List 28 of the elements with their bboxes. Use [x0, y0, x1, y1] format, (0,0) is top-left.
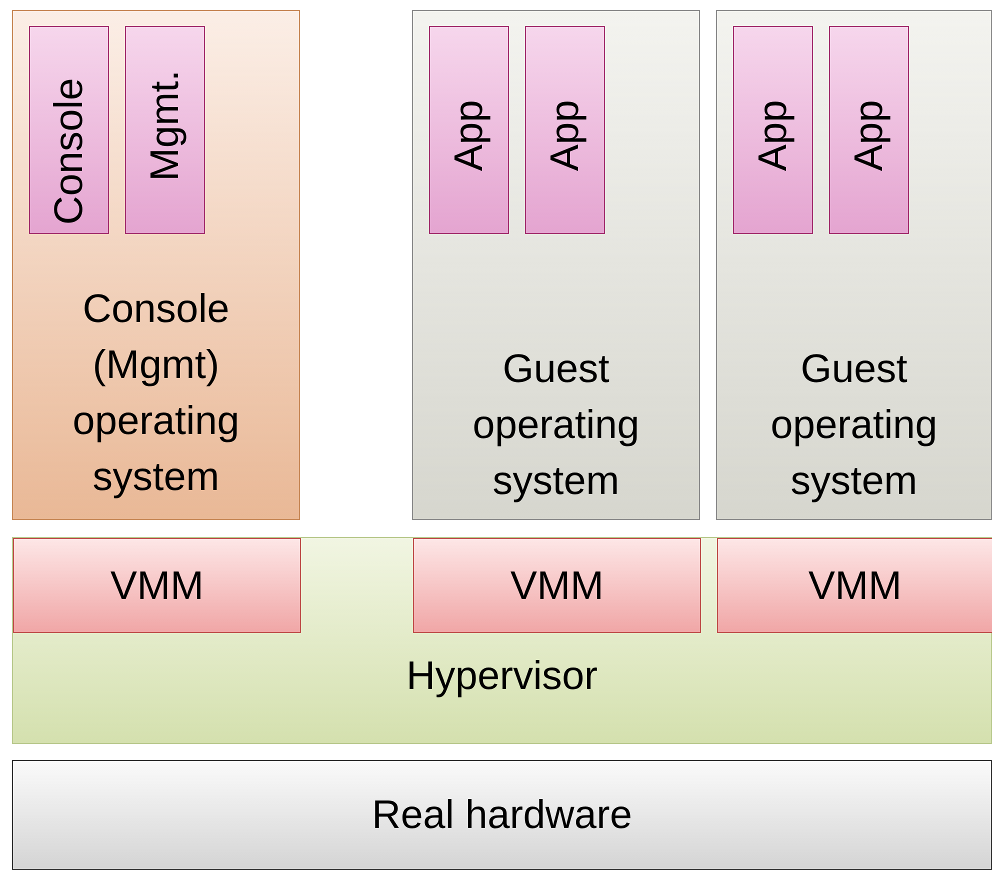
app-label: App — [545, 100, 585, 171]
os-panel — [412, 10, 700, 520]
os-panel — [12, 10, 300, 520]
vmm-label: VMM — [109, 562, 205, 610]
app-box — [525, 26, 605, 234]
os-label: Guest operating system — [472, 346, 640, 505]
vmm-label: VMM — [509, 562, 605, 610]
app-label: App — [849, 100, 889, 171]
app-box — [29, 26, 109, 234]
hypervisor-label: Hypervisor — [405, 653, 599, 700]
hypervisor-layer — [12, 537, 992, 744]
app-box — [429, 26, 509, 234]
app-box — [829, 26, 909, 234]
os-label: Guest operating system — [770, 346, 938, 505]
app-label: App — [753, 100, 793, 171]
vmm-label: VMM — [807, 562, 903, 610]
vmm-box — [717, 538, 992, 633]
app-box — [125, 26, 205, 234]
app-label: Mgmt. — [145, 70, 185, 181]
hardware-label: Real hardware — [370, 792, 634, 839]
os-panel — [716, 10, 992, 520]
vmm-box — [413, 538, 701, 633]
app-label: App — [449, 100, 489, 171]
os-label: Console (Mgmt) operating system — [72, 286, 240, 501]
hardware-layer — [12, 760, 992, 870]
app-box — [733, 26, 813, 234]
app-label: Console — [49, 78, 89, 225]
vmm-box — [13, 538, 301, 633]
